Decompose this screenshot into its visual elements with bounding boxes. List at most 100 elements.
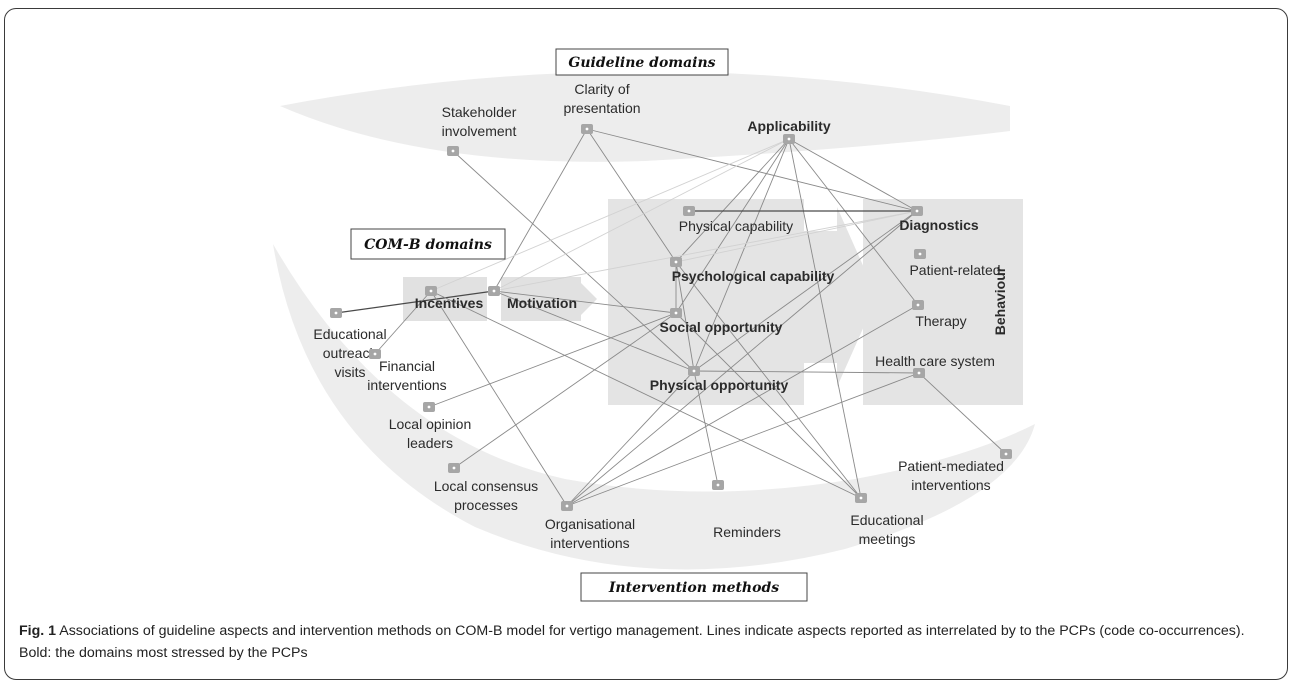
node-label-incentives: Incentives xyxy=(415,295,484,311)
edge-motivation-socialopp xyxy=(493,290,677,314)
node-marker-dot xyxy=(918,252,922,256)
figure-caption: Fig. 1 Associations of guideline aspects… xyxy=(19,620,1269,664)
node-label-line: Local opinion xyxy=(389,416,472,432)
node-label-line: Local consensus xyxy=(434,478,538,494)
edge-diagnostics-organisational xyxy=(566,210,918,507)
node-patientmed: Patient-mediated interventions xyxy=(898,449,1012,493)
edge-layer xyxy=(335,128,1007,507)
behaviour-label: Behaviour xyxy=(992,266,1008,335)
guideline-arc-shape xyxy=(280,71,1010,162)
node-label-physopp: Physical opportunity xyxy=(650,377,789,393)
node-marker-dot xyxy=(915,209,919,213)
node-label-patientrel: Patient-related xyxy=(909,262,1000,278)
node-edumeetings: Educational meetings xyxy=(850,493,924,547)
node-marker-dot xyxy=(451,149,455,153)
node-applicability: Applicability xyxy=(747,118,831,144)
edge-applicability-diagnostics xyxy=(788,138,918,212)
edge-physopp-healthcare xyxy=(693,370,920,374)
node-therapy: Therapy xyxy=(912,300,967,329)
edge-applicability-socialopp xyxy=(675,138,790,314)
node-marker-dot xyxy=(692,369,696,373)
motivation-arrow xyxy=(581,283,597,315)
intervention-arc-shape xyxy=(273,244,1035,570)
intervention-methods-box: Intervention methods xyxy=(580,572,808,602)
edge-healthcare-organisational xyxy=(566,372,920,507)
node-motivation: Motivation xyxy=(488,286,577,311)
edge-diagnostics-psychcap xyxy=(675,210,918,263)
figure-label: Fig. 1 xyxy=(19,623,57,639)
node-label-line: meetings xyxy=(859,531,916,547)
node-marker-dot xyxy=(1004,452,1008,456)
node-marker-dot xyxy=(492,289,496,293)
node-label-reminders: Reminders xyxy=(713,524,781,540)
edge-diagnostics-motivation xyxy=(493,210,918,292)
node-reminders: Reminders xyxy=(712,480,781,540)
node-marker-dot xyxy=(565,504,569,508)
edge-clarity-psychcap xyxy=(586,128,677,263)
node-patientrel: Patient-related xyxy=(909,249,1001,278)
edge-applicability-incentives xyxy=(430,138,790,292)
node-marker-dot xyxy=(585,127,589,131)
node-label-line: leaders xyxy=(407,435,453,451)
node-marker-dot xyxy=(429,289,433,293)
edge-applicability-physopp xyxy=(693,138,790,372)
node-label-opinion: Local opinion leaders xyxy=(389,416,472,451)
node-marker-dot xyxy=(674,260,678,264)
edge-healthcare-patientmed xyxy=(918,372,1007,455)
node-label-therapy: Therapy xyxy=(915,313,966,329)
node-marker-dot xyxy=(674,311,678,315)
node-marker-dot xyxy=(859,496,863,500)
edge-physopp-organisational xyxy=(566,370,695,507)
node-consensus: Local consensus processes xyxy=(434,463,538,513)
behaviour-block xyxy=(863,199,1023,405)
node-marker-dot xyxy=(716,483,720,487)
guideline-domains-box: Guideline domains xyxy=(555,48,729,76)
node-physopp: Physical opportunity xyxy=(650,366,789,393)
figure-caption-text: Associations of guideline aspects and in… xyxy=(19,623,1245,661)
edge-clarity-motivation xyxy=(493,128,588,292)
comb-arrow xyxy=(804,207,877,387)
node-label-line: Educational xyxy=(850,512,923,528)
node-label-line: Applicability xyxy=(747,118,830,134)
node-marker-dot xyxy=(916,303,920,307)
node-physcap: Physical capability xyxy=(679,206,793,234)
node-label-line: Patient-related xyxy=(909,262,1000,278)
edge-incentives-edumeetings xyxy=(430,290,862,499)
node-label-line: Psychological capability xyxy=(672,268,835,284)
node-marker-dot xyxy=(452,466,456,470)
edge-applicability-therapy xyxy=(788,138,919,306)
node-label-line: Health care system xyxy=(875,353,995,369)
edge-therapy-organisational xyxy=(566,304,919,507)
node-label-healthcare: Health care system xyxy=(875,353,995,369)
intervention-methods-label: Intervention methods xyxy=(608,580,779,596)
node-label-line: interventions xyxy=(911,477,990,493)
node-label-line: Motivation xyxy=(507,295,577,311)
node-label-line: processes xyxy=(454,497,518,513)
node-opinion: Local opinion leaders xyxy=(389,402,472,451)
node-label-line: Stakeholder xyxy=(442,104,517,120)
node-marker-dot xyxy=(334,311,338,315)
edge-clarity-diagnostics xyxy=(586,128,918,212)
node-incentives: Incentives xyxy=(415,286,484,311)
edge-diagnostics-physopp xyxy=(693,210,918,372)
node-label-line: Patient-mediated xyxy=(898,458,1004,474)
node-label-line: visits xyxy=(334,364,365,380)
comb-domains-box: COM-B domains xyxy=(350,228,506,260)
node-label-line: Social opportunity xyxy=(660,319,783,335)
node-label-line: Organisational xyxy=(545,516,635,532)
edge-eduoutreach-motivation xyxy=(335,290,495,314)
edge-socialopp-edumeetings xyxy=(675,312,862,499)
node-label-patientmed: Patient-mediated interventions xyxy=(898,458,1004,493)
node-marker-dot xyxy=(787,137,791,141)
